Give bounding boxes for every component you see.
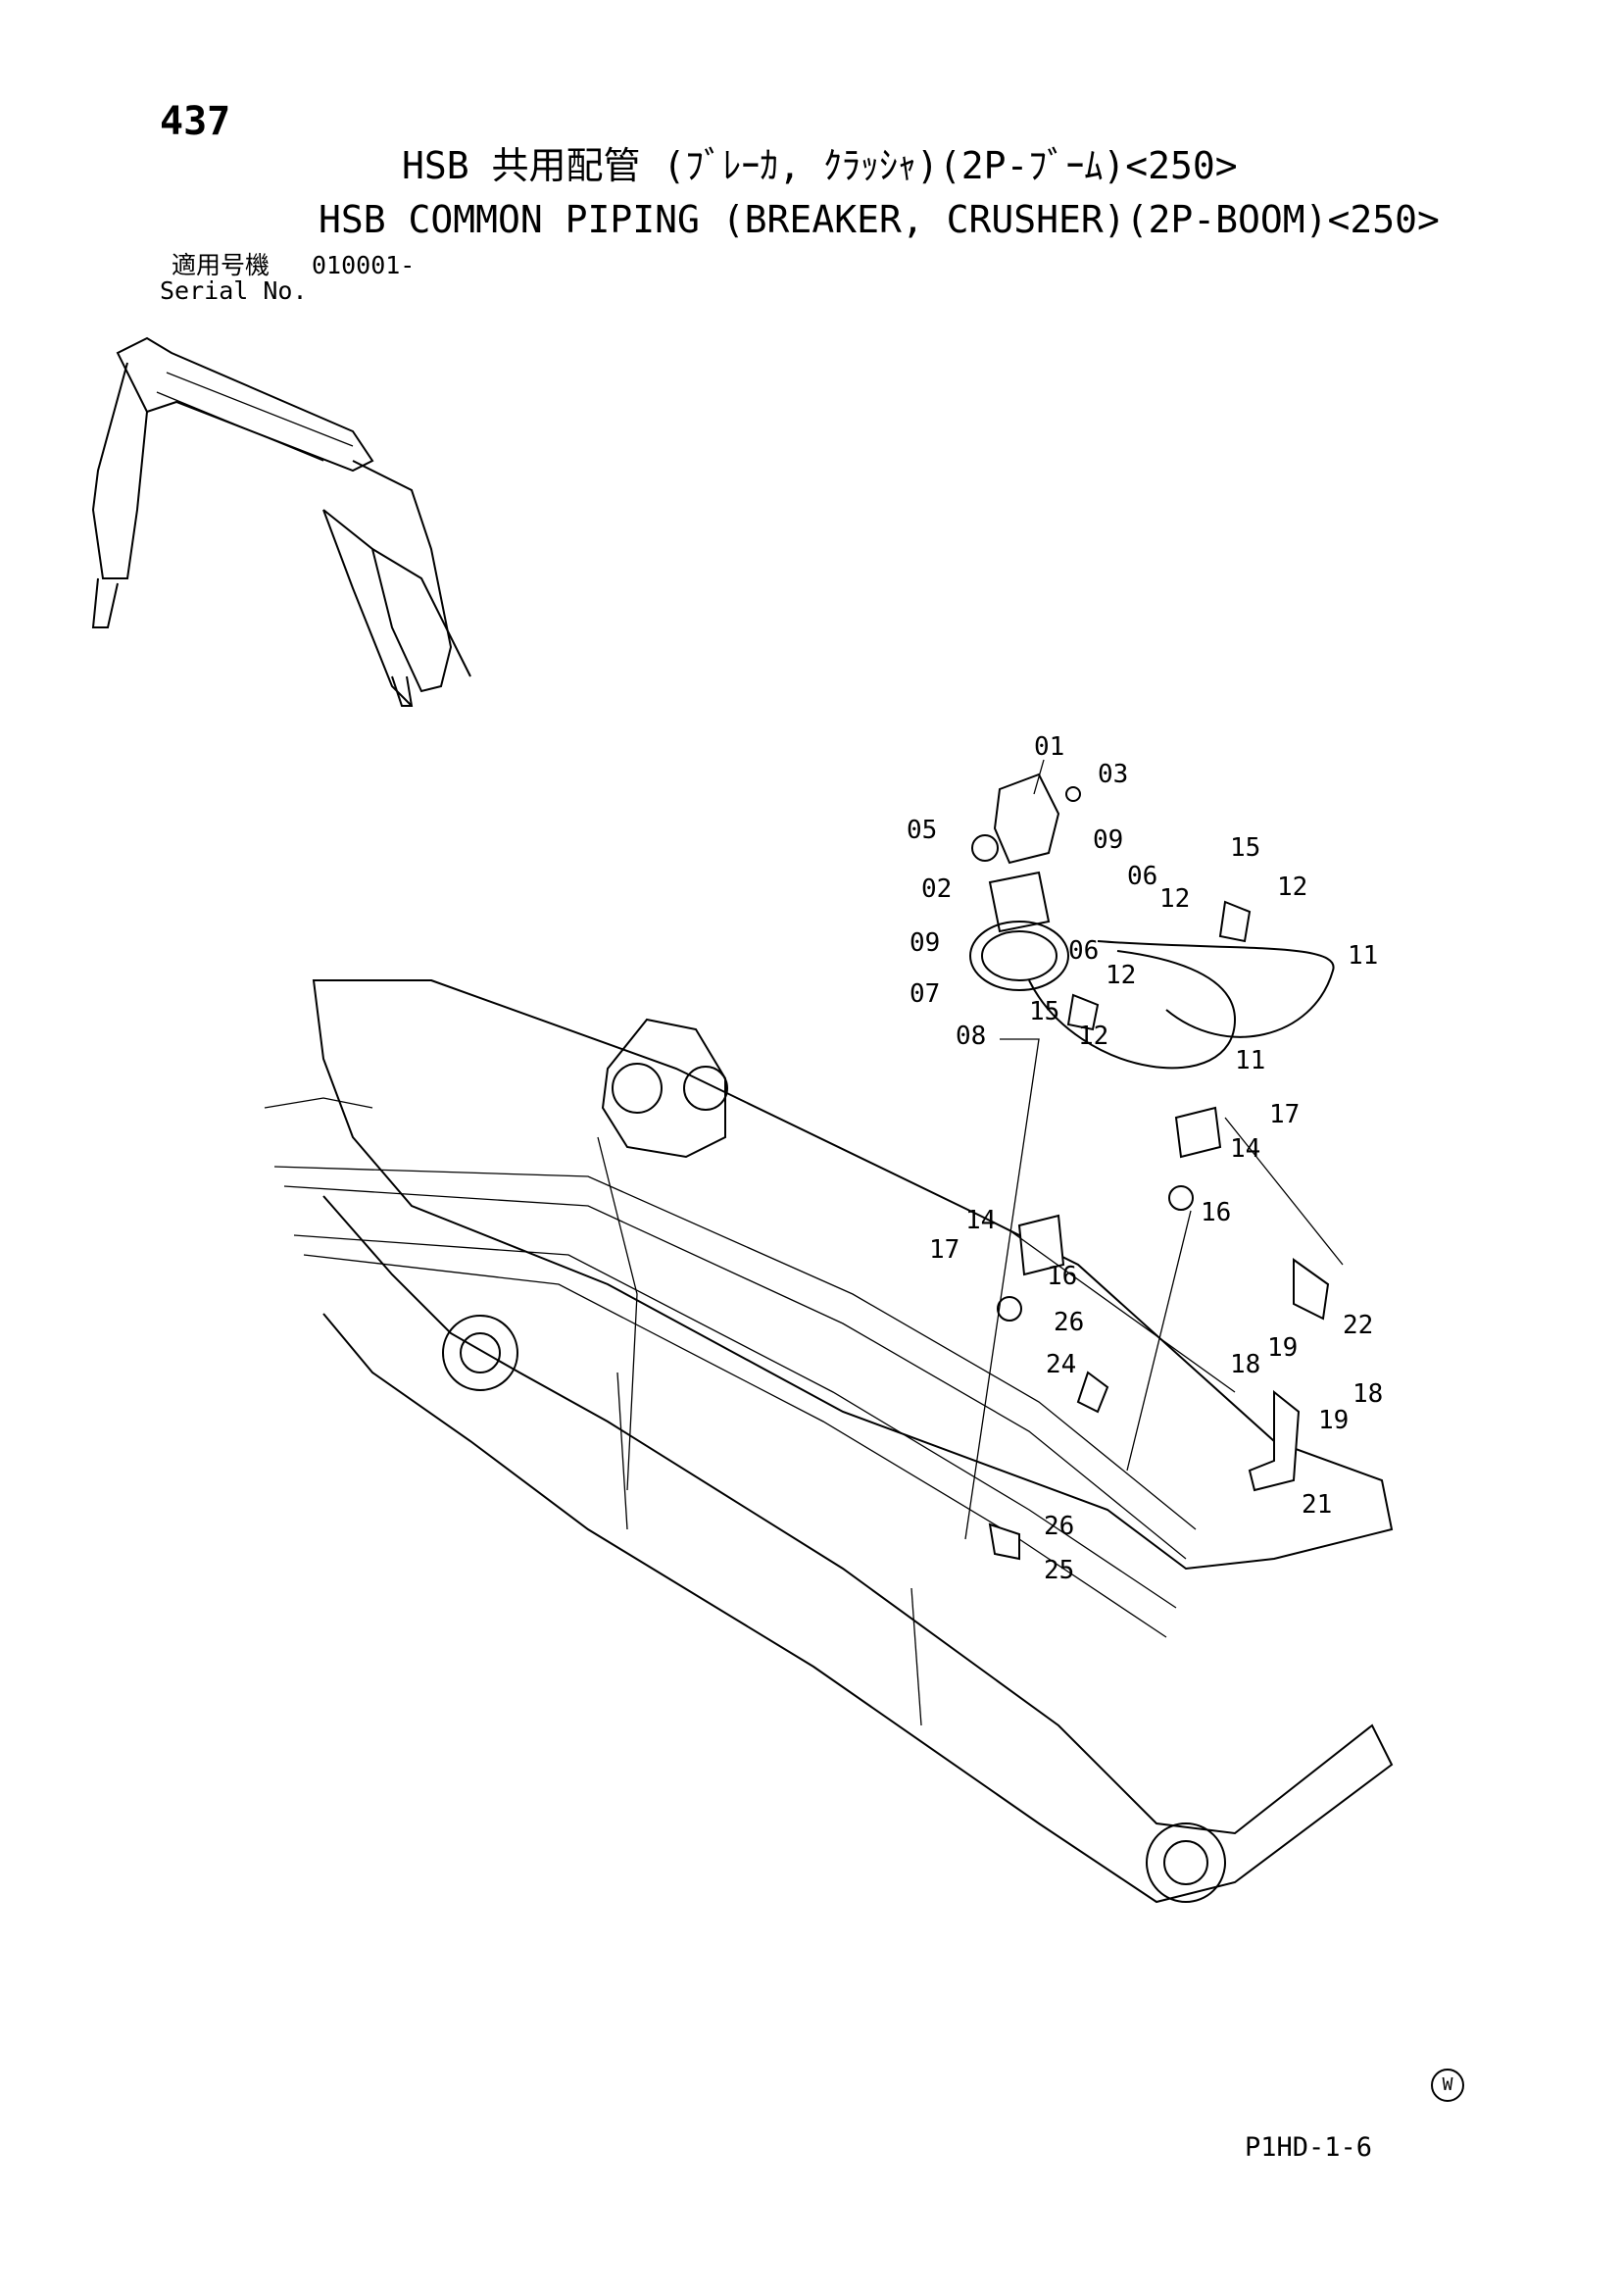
callout-24: 24 xyxy=(1046,1350,1076,1379)
callout-15: 15 xyxy=(1029,997,1059,1026)
callout-18: 18 xyxy=(1230,1350,1260,1379)
callout-14: 14 xyxy=(1230,1134,1260,1164)
callout-02: 02 xyxy=(921,874,952,904)
callout-26: 26 xyxy=(1044,1512,1074,1541)
callout-22: 22 xyxy=(1343,1311,1373,1340)
callout-08: 08 xyxy=(956,1022,986,1051)
callout-09: 09 xyxy=(1093,825,1123,855)
page-title-japanese: HSB 共用配管 (ﾌﾞﾚｰｶ, ｸﾗｯｼｬ)(2P-ﾌﾞｰﾑ)<250> xyxy=(402,144,1238,187)
serial-label-japanese: 適用号機 xyxy=(172,251,270,279)
callout-26: 26 xyxy=(1054,1308,1084,1337)
page-code: P1HD-1-6 xyxy=(1245,2132,1373,2163)
callout-19: 19 xyxy=(1318,1406,1349,1435)
callout-12: 12 xyxy=(1078,1022,1108,1051)
callout-17: 17 xyxy=(1269,1100,1300,1129)
boom-body xyxy=(264,979,1394,1904)
callout-19: 19 xyxy=(1267,1333,1298,1363)
callout-12: 12 xyxy=(1106,961,1136,990)
callout-07: 07 xyxy=(910,979,940,1009)
callout-12: 12 xyxy=(1277,873,1307,902)
serial-number-value: 010001- xyxy=(312,251,416,279)
callout-17: 17 xyxy=(929,1235,959,1265)
page-number: 437 xyxy=(160,99,231,144)
callout-12: 12 xyxy=(1159,884,1190,914)
watermark-w-symbol: W xyxy=(1431,2069,1464,2102)
callout-14: 14 xyxy=(965,1206,996,1235)
callout-03: 03 xyxy=(1098,760,1128,789)
callout-11: 11 xyxy=(1235,1046,1265,1075)
callout-05: 05 xyxy=(907,816,937,845)
callout-01: 01 xyxy=(1034,732,1064,762)
callout-11: 11 xyxy=(1348,941,1378,971)
callout-labels: 01 03 05 09 02 09 07 08 06 12 06 12 15 1… xyxy=(907,732,1383,1585)
serial-label-english: Serial No. xyxy=(160,276,308,305)
callout-06: 06 xyxy=(1127,862,1157,891)
callout-25: 25 xyxy=(1044,1556,1074,1585)
callout-09: 09 xyxy=(910,928,940,958)
callout-21: 21 xyxy=(1302,1490,1332,1520)
machine-overview-thumbnail xyxy=(91,336,471,707)
callout-18: 18 xyxy=(1352,1379,1383,1409)
page-title-english: HSB COMMON PIPING (BREAKER, CRUSHER)(2P-… xyxy=(319,198,1440,241)
callout-06: 06 xyxy=(1068,936,1099,966)
callout-16: 16 xyxy=(1201,1198,1231,1227)
callout-16: 16 xyxy=(1047,1262,1077,1291)
callout-15: 15 xyxy=(1230,833,1260,863)
exploded-parts xyxy=(964,773,1344,1561)
